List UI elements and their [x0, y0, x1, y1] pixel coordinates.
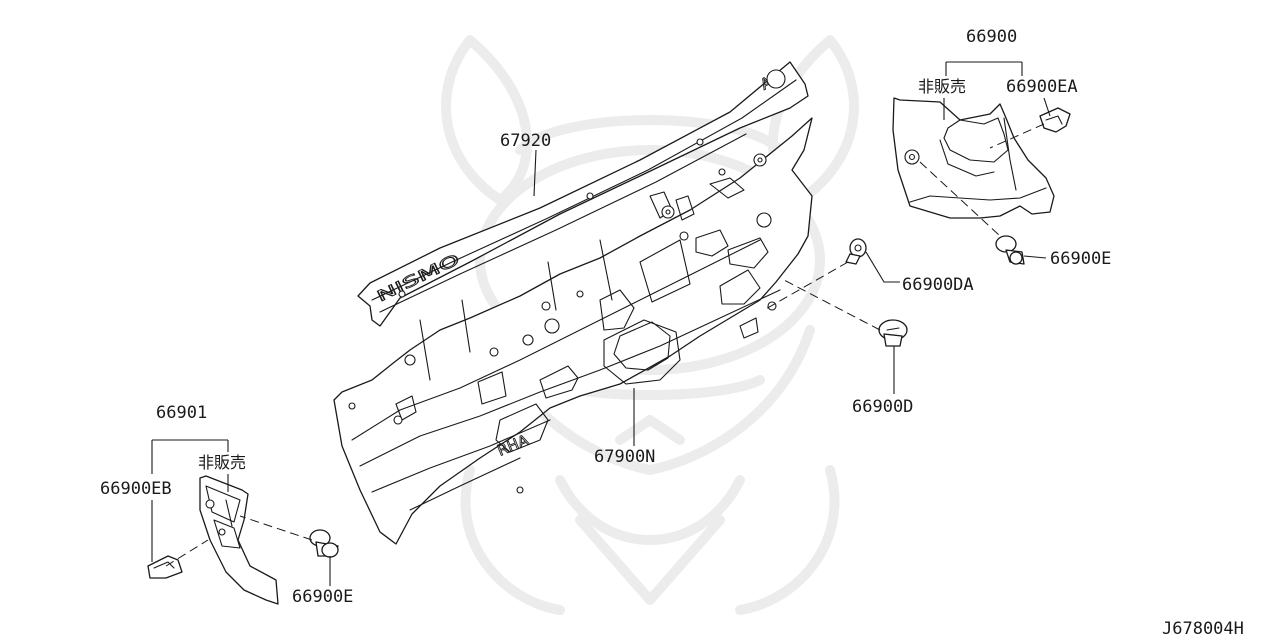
label-66900D: 66900D [852, 397, 913, 417]
label-66900EB: 66900EB [100, 479, 172, 499]
clip-66900EB [147, 555, 183, 579]
label-66900: 66900 [966, 27, 1017, 47]
label-66901-not-sold: 非販売 [198, 453, 246, 472]
steering-column-opening [603, 319, 681, 385]
label-66900DA: 66900DA [902, 275, 974, 295]
dash-insulator-66900 [892, 97, 1055, 219]
figure-code: J678004H [1162, 619, 1244, 638]
grommet-66900E-right [995, 235, 1025, 265]
label-67900N: 67900N [594, 447, 655, 467]
leader-lines [151, 61, 1051, 586]
grommet-66900E-left [309, 529, 339, 558]
label-66901: 66901 [156, 403, 207, 423]
mounting-dash-lines [165, 123, 1045, 567]
clip-66900EA [1039, 107, 1071, 133]
callout-labels: 66900 非販売 66900EA 66900E 66900DA 66900D … [100, 27, 1244, 638]
label-66900E-right: 66900E [1050, 249, 1111, 269]
label-66900E-left: 66900E [292, 587, 353, 607]
label-67920: 67920 [500, 131, 551, 151]
grommet-66900D [878, 319, 908, 347]
clip-66900DA [845, 238, 867, 265]
dash-panel-67900N: RHA [333, 117, 813, 545]
label-66900EA: 66900EA [1006, 77, 1078, 97]
dash-insulator-66901 [199, 475, 279, 605]
emboss-circle [766, 69, 786, 89]
label-66900-not-sold: 非販売 [918, 77, 966, 96]
